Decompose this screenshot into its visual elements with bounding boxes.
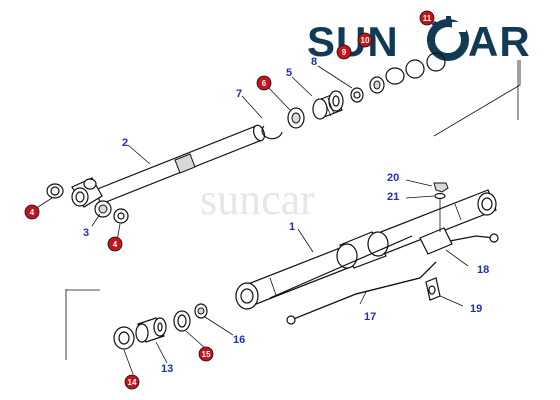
part-dust-seal-left [46,183,64,199]
part-bushing-lower [113,326,135,350]
badge-4-upper: 4 [24,204,40,220]
leader-lines [34,65,469,375]
part-snap-ring [261,125,283,140]
part-piston [312,90,344,120]
label-8: 8 [311,56,317,68]
part-buffer-ring [173,310,191,332]
svg-text:14: 14 [128,378,137,387]
label-2: 2 [122,137,128,149]
part-pipe [269,235,437,325]
logo-gear-icon [427,16,469,61]
part-bushing [94,200,112,218]
label-18: 18 [477,264,489,276]
label-7: 7 [236,88,242,100]
svg-text:11: 11 [423,14,432,23]
suncar-logo: SUN AR [307,16,531,65]
part-clamp [425,277,441,301]
part-rod-packing [135,317,167,343]
part-labels: 1 2 3 5 7 8 13 16 17 18 19 20 21 [83,56,489,375]
label-20: 20 [387,172,399,184]
badge-4-lower: 4 [107,236,123,252]
part-washer [434,192,446,200]
logo-text-left: SUN [307,18,399,65]
label-19: 19 [470,303,482,315]
badge-6: 6 [256,75,272,91]
part-head-ring [194,303,208,319]
badge-11: 11 [419,10,435,26]
svg-text:6: 6 [262,79,267,88]
part-piston-rod [71,124,266,208]
part-piston-ring [350,87,364,103]
frame-lines [65,60,521,360]
label-17: 17 [364,311,376,323]
label-3: 3 [83,227,89,239]
part-o-rings [385,52,446,85]
badge-14: 14 [124,374,140,390]
badge-9: 9 [336,44,352,60]
label-21: 21 [387,191,399,203]
badge-10: 10 [357,32,373,48]
part-nut [287,107,305,129]
svg-text:9: 9 [342,48,347,57]
part-bracket [419,196,453,255]
svg-text:10: 10 [361,36,370,45]
svg-text:4: 4 [30,208,35,217]
part-cylinder-tube [235,189,497,310]
svg-text:15: 15 [202,350,211,359]
svg-text:4: 4 [113,240,118,249]
label-16: 16 [233,334,245,346]
part-dust-seal-right [113,208,129,224]
logo-text-right: AR [468,18,531,65]
part-bolt [433,182,449,193]
part-wear-ring [369,76,385,94]
label-13: 13 [161,363,173,375]
badge-15: 15 [198,346,214,362]
label-5: 5 [286,67,292,79]
watermark-text: suncar [200,175,315,224]
label-1: 1 [289,221,295,233]
